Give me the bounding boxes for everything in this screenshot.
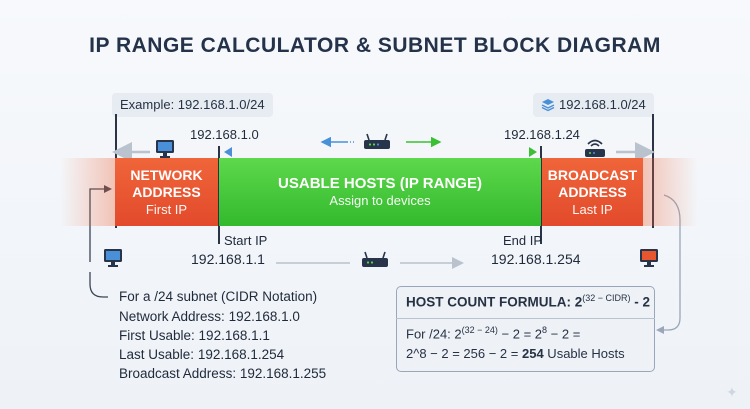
broadcast-address-block: BROADCAST ADDRESS Last IP xyxy=(542,158,643,226)
example-label: Example: 192.168.1.0/24 xyxy=(112,93,273,117)
page-title: IP RANGE CALCULATOR & SUBNET BLOCK DIAGR… xyxy=(89,34,661,57)
network-fade xyxy=(60,158,115,226)
subnet-info-line: Network Address: 192.168.1.0 xyxy=(119,307,300,327)
cidr-badge-text: 192.168.1.0/24 xyxy=(559,97,646,112)
start-ip-value: 192.168.1.1 xyxy=(191,251,265,267)
network-address-block: NETWORK ADDRESS First IP xyxy=(115,158,218,226)
monitor-icon xyxy=(156,140,174,158)
broadcast-ip-label: 192.168.1.24 xyxy=(504,127,580,142)
cidr-badge: 192.168.1.0/24 xyxy=(533,93,654,117)
network-block-title-2: ADDRESS xyxy=(132,183,201,200)
network-block-sub: First IP xyxy=(145,201,188,217)
formula-divider xyxy=(396,318,655,319)
start-ip-label: Start IP xyxy=(224,233,268,248)
monitor-icon-bottom-right xyxy=(640,249,658,267)
formula-line-1: For /24: 2(32 − 24) − 2 = 28 − 2 = xyxy=(406,325,580,341)
router-icon xyxy=(364,133,390,149)
formula-result: 254 xyxy=(521,346,544,361)
end-ip-value: 192.168.1.254 xyxy=(491,251,581,267)
info-key: Last Usable: xyxy=(119,347,195,362)
info-key: Broadcast Address: xyxy=(119,366,237,381)
formula-title-tail: - 2 xyxy=(630,294,651,310)
info-value: 192.168.1.1 xyxy=(198,328,270,343)
info-value: 192.168.1.254 xyxy=(197,347,285,362)
info-key: Network Address: xyxy=(119,309,225,324)
left-connector xyxy=(89,188,106,262)
formula-exp: (32 − 24) xyxy=(461,325,498,335)
network-ip-label: 192.168.1.0 xyxy=(190,127,259,142)
formula-title-base: HOST COUNT FORMULA: 2 xyxy=(406,294,583,310)
usable-block-title: USABLE HOSTS (IP RANGE) xyxy=(278,175,482,192)
formula-box xyxy=(396,286,655,372)
router-icon-bottom xyxy=(362,251,388,267)
sparkle-icon: ✦ xyxy=(726,384,738,400)
subnet-info-line: Broadcast Address: 192.168.1.255 xyxy=(119,364,326,384)
network-block-title-1: NETWORK xyxy=(130,166,203,183)
formula-part: − 2 = 2 xyxy=(497,326,543,342)
formula-line-2: 2^8 − 2 = 256 − 2 = 254 Usable Hosts xyxy=(406,346,625,361)
broadcast-block-title-2: ADDRESS xyxy=(558,183,627,200)
info-value: 192.168.1.0 xyxy=(228,309,300,324)
monitor-icon-bottom-left xyxy=(104,249,122,267)
info-key: First Usable: xyxy=(119,328,195,343)
wifi-router-icon xyxy=(585,139,605,157)
end-ip-label: End IP xyxy=(503,233,543,248)
subnet-info-line: Last Usable: 192.168.1.254 xyxy=(119,345,284,365)
layers-icon xyxy=(541,99,555,112)
formula-title: HOST COUNT FORMULA: 2(32 − CIDR) - 2 xyxy=(406,293,650,310)
formula-part: − 2 = xyxy=(547,326,581,342)
broadcast-block-title-1: BROADCAST xyxy=(547,166,638,183)
usable-block-sub: Assign to devices xyxy=(329,193,431,208)
formula-exp: 8 xyxy=(542,325,548,335)
broadcast-fade xyxy=(643,158,698,226)
right-connector xyxy=(662,194,681,331)
formula-part: For /24: 2 xyxy=(406,326,462,342)
formula-part: 2^8 − 2 = 256 − 2 = xyxy=(406,346,522,361)
info-value: 192.168.1.255 xyxy=(239,366,327,381)
usable-hosts-block: USABLE HOSTS (IP RANGE) Assign to device… xyxy=(219,158,541,226)
broadcast-block-sub: Last IP xyxy=(572,201,613,217)
subnet-info-line: First Usable: 192.168.1.1 xyxy=(119,326,270,346)
subnet-info-heading: For a /24 subnet (CIDR Notation) xyxy=(119,289,318,304)
formula-title-exp: (32 − CIDR) xyxy=(582,293,631,303)
formula-part: Usable Hosts xyxy=(543,346,625,361)
